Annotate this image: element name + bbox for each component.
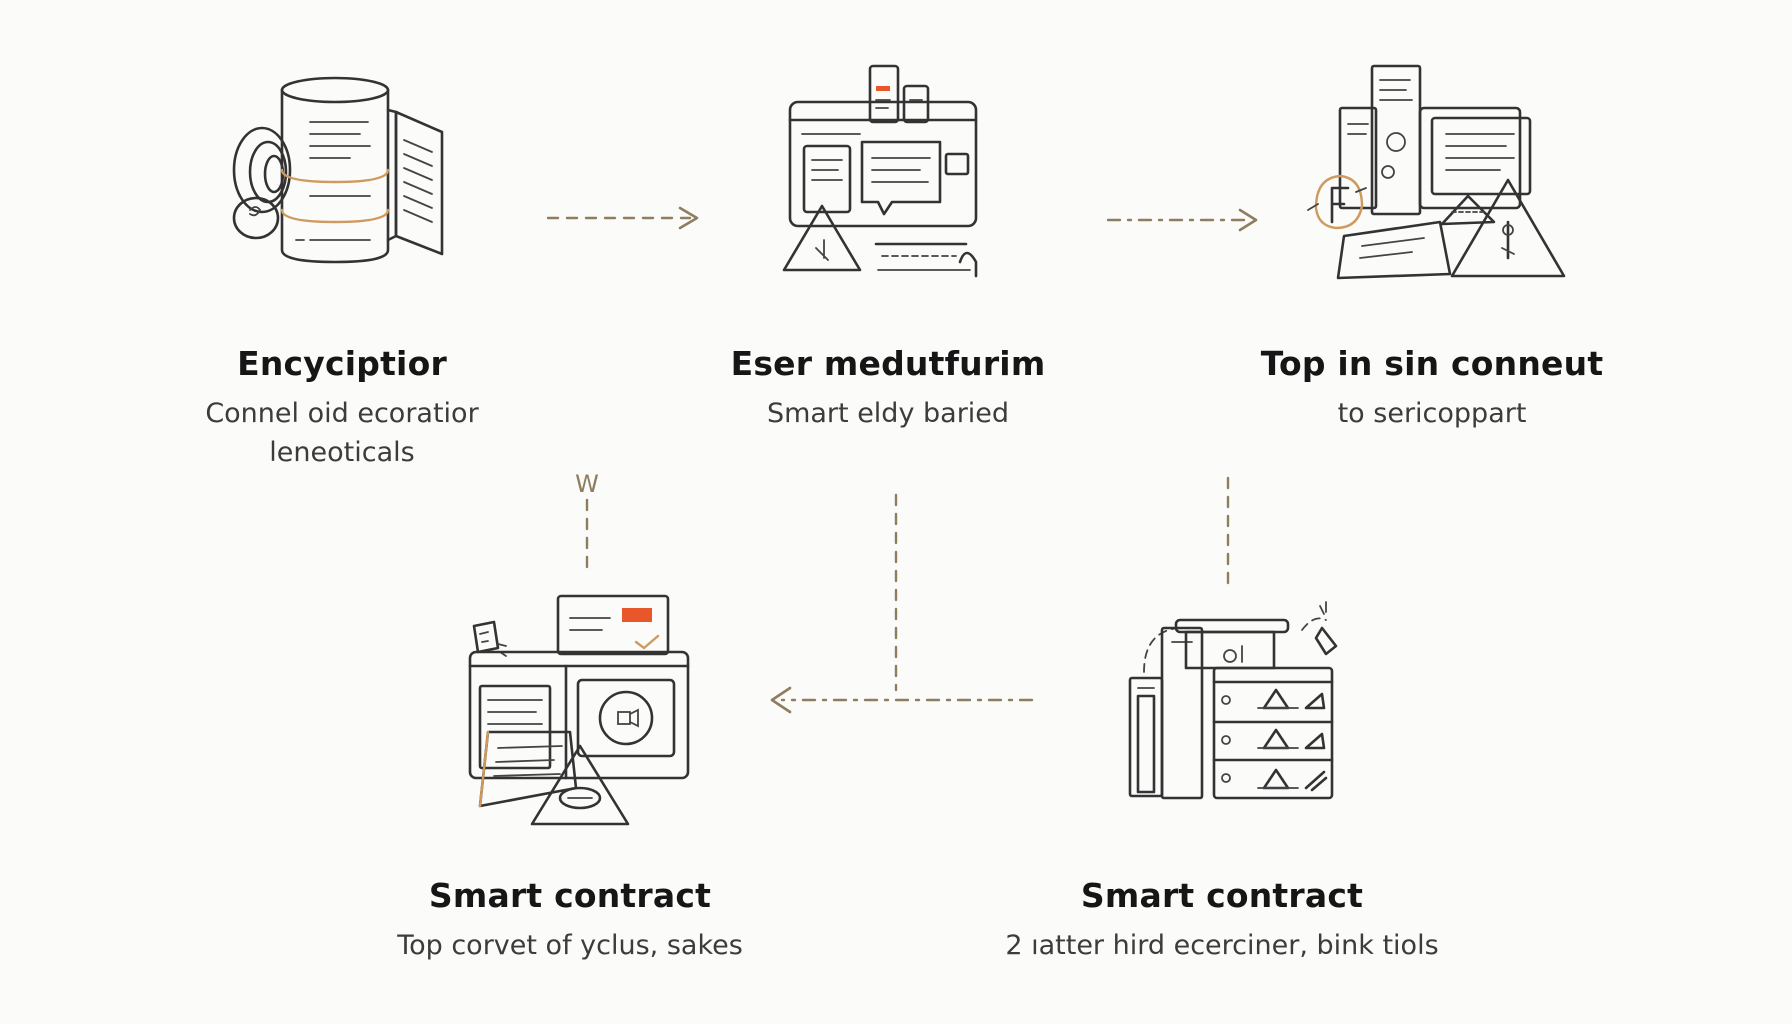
node-subtitle-line: Top corvet of yclus, sakes [397,929,743,961]
node-encryption: Encyciptior Connel oid ecoratior leneoti… [102,344,582,472]
node-title: Encyciptior [237,344,447,383]
node-subtitle-line: to sericoppart [1337,397,1527,429]
node-user: Eser medutfurim Smart eldy bаried [648,344,1128,433]
node-smart-contract-right: Smart contract 2 ıatter hird ecerciner, … [982,876,1462,965]
arrow-right-to-contract [770,686,1034,714]
node-top: Top in sin conneut to sericoppart [1192,344,1672,433]
arrow-user-to-top [1106,208,1258,232]
node-subtitle-line: Smart eldy bаried [766,397,1010,429]
documents-warning-icon [1307,64,1566,280]
arrow-encryption-to-user [546,206,699,230]
contract-panel-icon [468,594,690,826]
node-subtitle-line: leneoticals [269,436,415,468]
node-title: Smart contract [1080,876,1364,915]
node-subtitle-line: 2 ıatter hird ecerciner, bink tiols [1005,929,1439,961]
server-rack-icon [1128,601,1338,800]
node-smart-contract-left: Smart contract Top corvet of yclus, sake… [330,876,810,965]
node-title: Top in sin conneut [1260,344,1604,383]
node-title: Smart contract [428,876,712,915]
database-document-icon [232,76,444,264]
node-title: Eser medutfurim [730,344,1046,383]
monitor-dashboard-icon [782,64,978,278]
node-subtitle-line: Connel oid ecoratior [205,397,479,429]
connector-label: W [575,470,599,498]
